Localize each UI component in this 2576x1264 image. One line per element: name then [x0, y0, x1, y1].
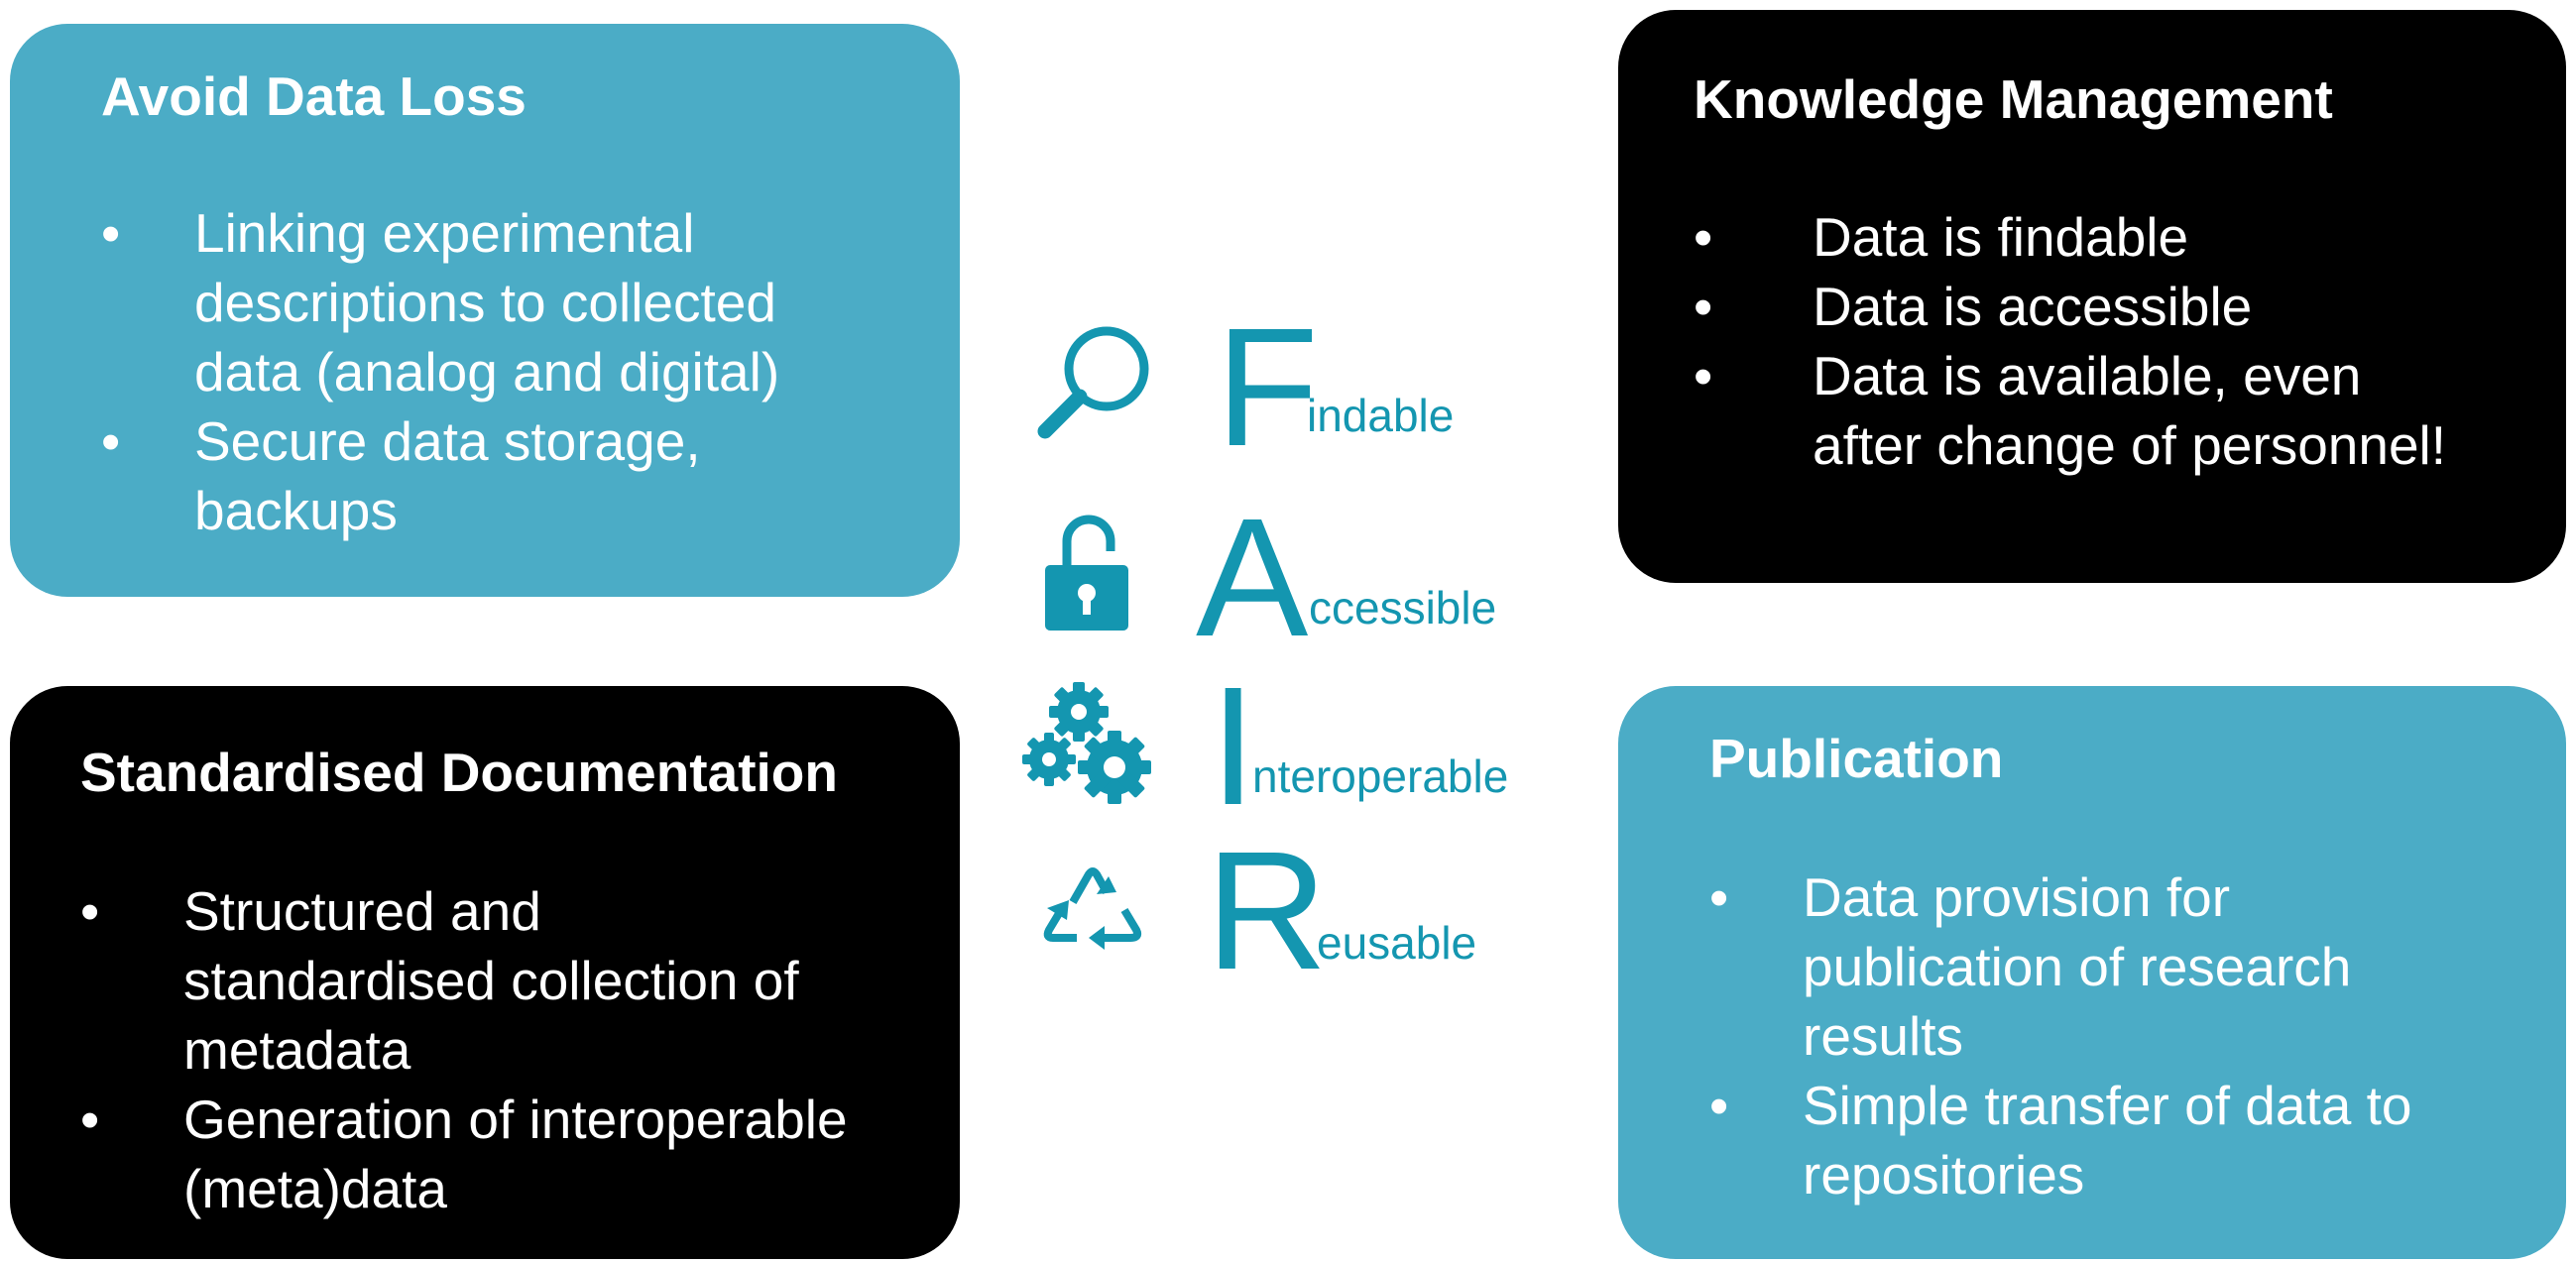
- bullet: •: [1709, 866, 1729, 928]
- list-item: • Secure data storage, backups: [101, 406, 960, 545]
- list-item: • Data is findable: [1694, 202, 2566, 272]
- gears-icon: [1022, 682, 1151, 804]
- avoid-data-loss-box: Avoid Data Loss • Linking experimental d…: [10, 24, 960, 597]
- item-line: backups: [194, 480, 398, 541]
- knowledge-management-box: Knowledge Management • Data is findable …: [1618, 10, 2566, 583]
- item-line: Data provision for: [1803, 866, 2231, 928]
- bullet-list: • Structured and standardised collection…: [80, 876, 960, 1223]
- list-item: • Data provision for publication of rese…: [1709, 862, 2566, 1071]
- box-title: Publication: [1709, 728, 2004, 789]
- item-line: after change of personnel!: [1813, 414, 2447, 476]
- item-line: Structured and: [183, 880, 541, 942]
- bullet: •: [101, 410, 121, 472]
- list-item: • Linking experimental descriptions to c…: [101, 198, 960, 406]
- item-line: (meta)data: [183, 1158, 447, 1219]
- magnifier-icon: [1037, 326, 1149, 439]
- bullet: •: [1694, 345, 1713, 406]
- bullet-list: • Data is findable • Data is accessible …: [1694, 202, 2566, 480]
- bullet: •: [1709, 1075, 1729, 1136]
- standardised-documentation-box: Standardised Documentation • Structured …: [10, 686, 960, 1259]
- bullet-list: • Linking experimental descriptions to c…: [101, 198, 960, 545]
- item-line: Linking experimental: [194, 202, 695, 264]
- item-line: results: [1803, 1005, 1963, 1067]
- fair-letter-r: R: [1206, 817, 1328, 1005]
- box-title: Knowledge Management: [1694, 68, 2333, 130]
- item-line: Simple transfer of data to: [1803, 1075, 2412, 1136]
- list-item: • Data is available, even after change o…: [1694, 341, 2566, 480]
- bullet: •: [1694, 276, 1713, 337]
- bullet-list: • Data provision for publication of rese…: [1709, 862, 2566, 1209]
- list-item: • Generation of interoperable (meta)data: [80, 1085, 960, 1223]
- fair-word-findable: indable: [1307, 390, 1455, 441]
- item-line: Generation of interoperable: [183, 1089, 848, 1150]
- item-line: descriptions to collected: [194, 272, 776, 333]
- item-line: standardised collection of: [183, 950, 799, 1011]
- item-line: Data is findable: [1813, 206, 2189, 268]
- open-padlock-icon: [1045, 515, 1128, 631]
- fair-letter-a: A: [1196, 484, 1309, 672]
- publication-box: Publication • Data provision for publica…: [1618, 686, 2566, 1259]
- list-item: • Data is accessible: [1694, 272, 2566, 341]
- bullet: •: [80, 1089, 100, 1150]
- bullet: •: [101, 202, 121, 264]
- fair-letter-f: F: [1216, 293, 1319, 482]
- box-title: Standardised Documentation: [80, 742, 838, 803]
- item-line: repositories: [1803, 1144, 2085, 1206]
- recycle-icon: [1043, 867, 1142, 950]
- fair-word-accessible: ccessible: [1309, 582, 1497, 633]
- fair-letter-i: I: [1210, 652, 1257, 841]
- fair-word-reusable: eusable: [1317, 917, 1477, 969]
- bullet: •: [1694, 206, 1713, 268]
- fair-word-interoperable: nteroperable: [1252, 750, 1509, 802]
- item-line: Data is accessible: [1813, 276, 2253, 337]
- item-line: publication of research: [1803, 936, 2352, 997]
- bullet: •: [80, 880, 100, 942]
- box-title: Avoid Data Loss: [101, 65, 527, 127]
- list-item: • Simple transfer of data to repositorie…: [1709, 1071, 2566, 1209]
- item-line: Data is available, even: [1813, 345, 2362, 406]
- item-line: Secure data storage,: [194, 410, 701, 472]
- item-line: data (analog and digital): [194, 341, 780, 402]
- item-line: metadata: [183, 1019, 411, 1081]
- list-item: • Structured and standardised collection…: [80, 876, 960, 1085]
